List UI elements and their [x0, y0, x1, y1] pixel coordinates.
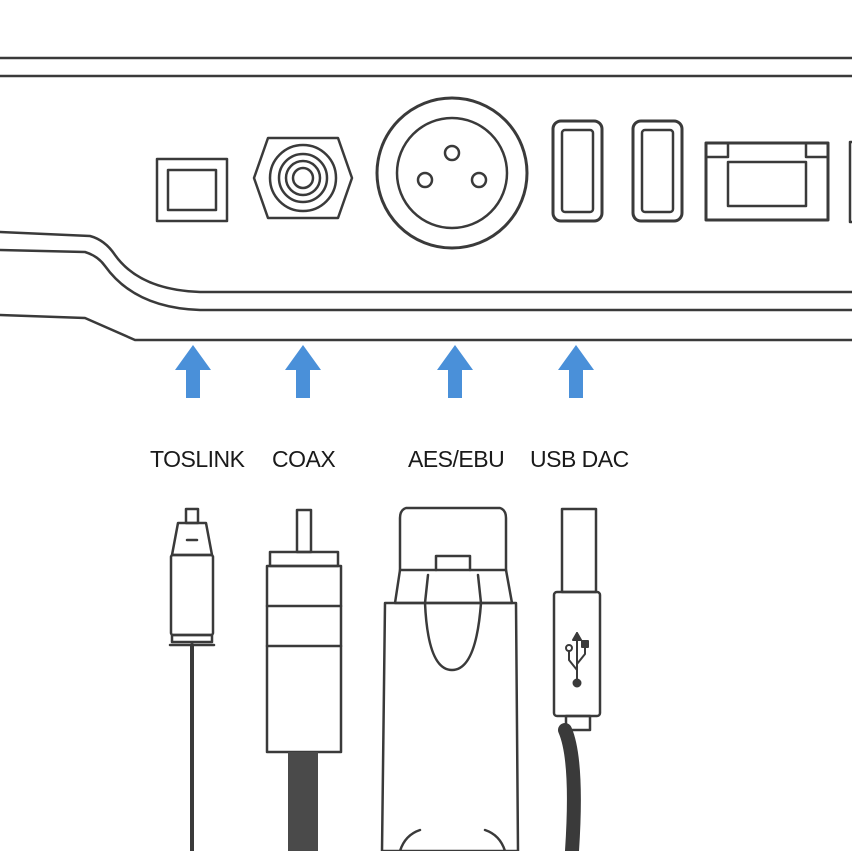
usb-symbol-icon: [565, 632, 589, 688]
toslink-plug: [168, 507, 216, 851]
partial-port: [848, 140, 852, 224]
usb-dac-plug: [552, 507, 602, 851]
coax-plug: [265, 508, 343, 851]
usb-port-2: [631, 119, 684, 223]
toslink-port: [155, 157, 229, 223]
up-arrow-icon: [285, 345, 321, 398]
device-chassis: [0, 56, 852, 342]
up-arrow-icon: [175, 345, 211, 398]
coax-port: [252, 136, 354, 220]
toslink-label: TOSLINK: [150, 446, 245, 472]
usb-dac-label: USB DAC: [530, 446, 629, 472]
up-arrow-icon: [558, 345, 594, 398]
network-port: [704, 141, 830, 222]
usb-port-1: [551, 119, 604, 223]
aes-ebu-label: AES/EBU: [408, 446, 505, 472]
coax-label: COAX: [272, 446, 336, 472]
up-arrow-icon: [437, 345, 473, 398]
aes-ebu-plug: [380, 506, 520, 851]
aes-ebu-port: [375, 96, 529, 250]
